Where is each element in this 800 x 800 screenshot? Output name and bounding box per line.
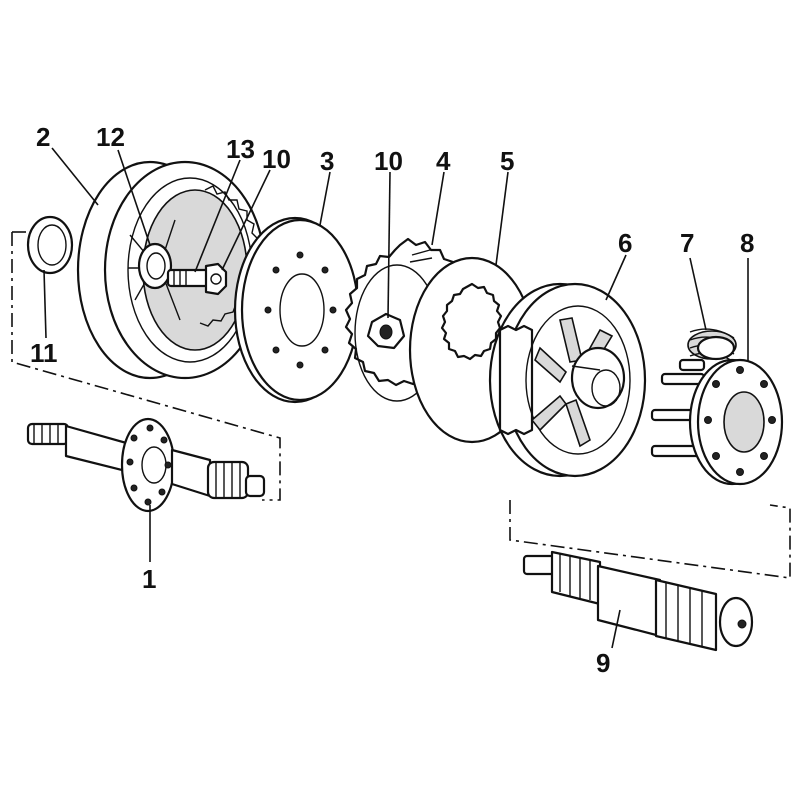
clutch-hub-part-6 — [488, 282, 647, 478]
leader-10a — [221, 169, 271, 271]
callout-10: 10 — [262, 144, 291, 174]
leader-lines — [43, 147, 749, 649]
callout-2: 2 — [36, 122, 50, 152]
callout-7: 7 — [680, 228, 694, 258]
leader-7 — [689, 257, 707, 331]
leader-5 — [495, 171, 509, 266]
adjuster-screw-part-13 — [166, 262, 228, 296]
group-bracket-right — [509, 500, 791, 579]
callout-12: 12 — [96, 122, 125, 152]
callout-11: 11 — [30, 338, 58, 368]
callout-10: 10 — [374, 146, 403, 176]
output-shaft-part-9 — [522, 550, 754, 652]
pressure-plate-part-3 — [233, 216, 360, 404]
callout-6: 6 — [618, 228, 632, 258]
callout-8: 8 — [740, 228, 754, 258]
group-bracket-left — [11, 232, 281, 501]
nut-part-10 — [204, 262, 228, 296]
callout-4: 4 — [436, 146, 451, 176]
callout-9: 9 — [596, 648, 610, 678]
leader-13 — [194, 159, 241, 273]
leader-11 — [43, 269, 47, 339]
leader-10b — [387, 171, 391, 319]
callout-13: 13 — [226, 134, 255, 164]
leader-12 — [117, 149, 151, 246]
callout-1: 1 — [142, 564, 156, 594]
spring-part-7 — [687, 328, 737, 363]
flange-part-8 — [650, 358, 784, 486]
seal-ring-part-11 — [26, 215, 74, 275]
nut-part-10-b — [366, 312, 406, 350]
leader-2 — [51, 147, 99, 206]
callout-labels: 2 12 13 10 3 10 4 5 6 7 8 11 1 9 — [30, 122, 754, 678]
leader-4 — [431, 171, 445, 246]
leader-6 — [605, 254, 627, 301]
drum-hub — [137, 242, 173, 290]
callout-3: 3 — [320, 146, 334, 176]
leader-9 — [611, 609, 621, 649]
callout-5: 5 — [500, 146, 514, 176]
leader-3 — [319, 171, 331, 226]
input-shaft-part-1 — [26, 417, 266, 513]
